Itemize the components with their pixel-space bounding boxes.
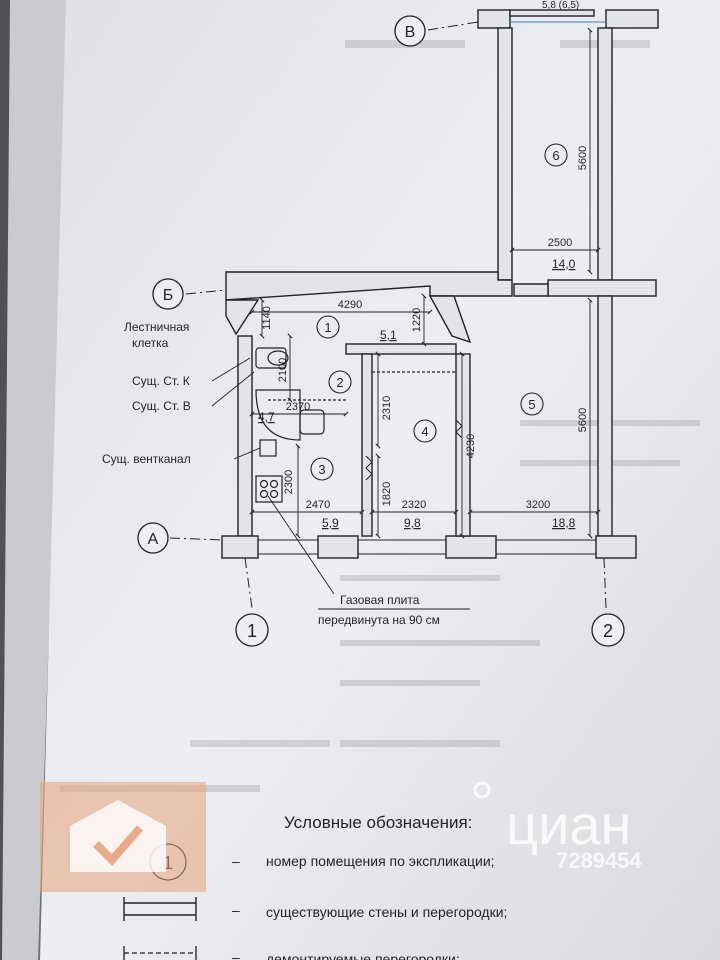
room-6-number: 6 xyxy=(552,148,559,163)
door-marker xyxy=(455,419,463,439)
room-5-number: 5 xyxy=(528,397,535,412)
dim-2300: 2300 xyxy=(283,470,295,494)
shower-icon xyxy=(255,389,301,441)
room-6-area: 14,0 xyxy=(552,257,576,271)
sink-icon xyxy=(299,409,325,435)
dim-2470: 2470 xyxy=(306,499,330,511)
dim-2500: 2500 xyxy=(548,237,572,249)
room-4-area: 9,8 xyxy=(404,516,421,530)
room-5-area: 18,8 xyxy=(552,516,576,530)
axis-label-a: А xyxy=(148,531,159,548)
bathroom-fixtures xyxy=(255,347,325,503)
existing-walls xyxy=(221,9,659,559)
under-page xyxy=(2,0,70,960)
dim-1220: 1220 xyxy=(411,308,423,332)
dim-4290: 4290 xyxy=(338,299,362,311)
room-2-number: 2 xyxy=(336,375,343,390)
dimension-lines xyxy=(249,27,601,539)
room-4-number: 4 xyxy=(421,424,428,439)
legend-dash: – xyxy=(232,949,240,960)
room-2-area: 4,7 xyxy=(258,410,275,424)
axis-bubbles xyxy=(137,15,625,647)
legend-dash: – xyxy=(232,853,240,869)
room-1-area: 5,1 xyxy=(380,328,397,342)
sush-st-k-label: Сущ. Ст. К xyxy=(132,374,190,388)
dim-5600-lower: 5600 xyxy=(577,408,589,432)
watermark-brand: циан xyxy=(506,793,631,856)
dim-2320: 2320 xyxy=(402,499,426,511)
top-room-area: 5,8 (6,5) xyxy=(542,0,579,11)
dim-1140: 1140 xyxy=(261,306,273,330)
location-pin-icon xyxy=(473,781,491,799)
gas-stove-note: Газовая плита xyxy=(340,593,420,607)
room-3-area: 5,9 xyxy=(322,516,339,530)
dim-2310: 2310 xyxy=(381,396,393,420)
check-mark-icon xyxy=(93,825,144,866)
axis-label-b: Б xyxy=(163,287,174,304)
stairwell-label: Лестничная xyxy=(124,320,189,334)
legend-item-demolished: демонтируемые перегородки; xyxy=(266,951,460,960)
ventkanal-label: Сущ. вентканал xyxy=(102,452,191,466)
demolished-partitions xyxy=(268,371,456,401)
axis-label-2: 2 xyxy=(603,621,613,641)
door-marker xyxy=(365,455,373,481)
dim-2100: 2100 xyxy=(277,358,289,382)
axis-label-v: В xyxy=(405,24,416,41)
house-logo-icon xyxy=(70,800,166,872)
legend-title: Условные обозначения: xyxy=(284,813,472,832)
dim-1820: 1820 xyxy=(381,482,393,506)
room-1-number: 1 xyxy=(324,320,331,335)
sush-st-v-label: Сущ. Ст. В xyxy=(132,399,191,413)
room-3-number: 3 xyxy=(318,462,325,477)
dim-4230: 4230 xyxy=(465,434,477,458)
stairwell-label: клетка xyxy=(132,336,169,350)
legend-demolished-symbol xyxy=(123,946,197,960)
cian-watermark: циан 7289454 xyxy=(40,781,642,892)
dim-5600-upper: 5600 xyxy=(577,146,589,170)
legend-item-existing-walls: существующие стены и перегородки; xyxy=(266,904,507,920)
watermark-id: 7289454 xyxy=(556,848,642,873)
toilet-icon xyxy=(255,347,287,369)
legend-wall-symbol xyxy=(123,897,197,921)
axis-lines xyxy=(169,21,607,609)
annotation-leaders xyxy=(211,357,335,595)
legend-item-room-number: номер помещения по экспликации; xyxy=(266,853,495,869)
dim-3200: 3200 xyxy=(526,499,550,511)
dim-2370: 2370 xyxy=(286,401,310,413)
room-number-circles xyxy=(310,143,568,481)
legend-dash: – xyxy=(232,902,240,918)
gas-stove-note: передвинута на 90 см xyxy=(318,613,440,627)
windows xyxy=(258,21,606,555)
axis-label-1: 1 xyxy=(247,621,257,641)
gas-stove-icon xyxy=(255,475,283,503)
